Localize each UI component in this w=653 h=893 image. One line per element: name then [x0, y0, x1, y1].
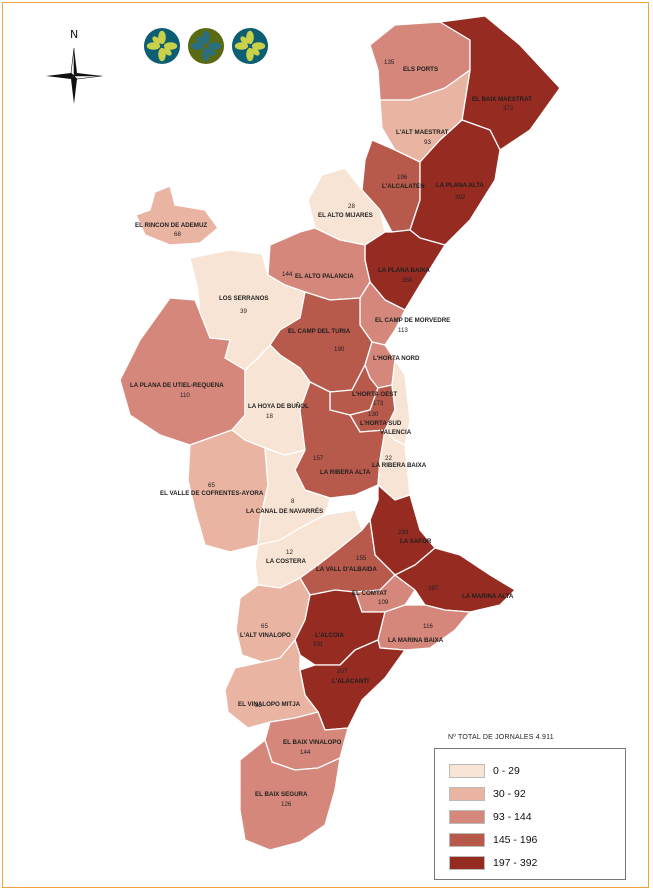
region-name: LOS SERRANOS	[219, 295, 269, 302]
region-el-vinalopo-mitja[interactable]	[224, 639, 319, 729]
region-name: L'ALT MAESTRAT	[396, 129, 449, 136]
region-name: EL BAIX VINALOPO	[283, 739, 342, 746]
region-value: 93	[424, 139, 431, 146]
region-value: 331	[313, 641, 324, 648]
region-name: LA SAFOR	[400, 538, 432, 545]
region-name: L'ALCALATEN	[382, 183, 425, 190]
region-name: L'HORTA OEST	[352, 391, 397, 398]
emblem-flower-icon	[187, 27, 225, 65]
legend-swatch	[449, 832, 485, 847]
region-value: 144	[282, 271, 293, 278]
region-name: L'HORTA SUD	[360, 420, 402, 427]
region-name: EL COMTAT	[352, 590, 387, 597]
region-name: L'ALT VINALOPO	[240, 632, 291, 639]
region-el-baix-segura[interactable]	[239, 739, 341, 851]
region-name: EL VALLE DE COFRENTES-AYORA	[160, 490, 264, 497]
region-value: 190	[334, 346, 345, 353]
region-value: 207	[337, 668, 348, 675]
legend-label: 197 - 392	[493, 856, 538, 869]
region-name: LA MARINA ALTA	[462, 593, 514, 600]
legend-swatch	[449, 786, 485, 801]
legend-label: 145 - 196	[493, 833, 538, 846]
region-value: 68	[174, 231, 181, 238]
region-name: EL BAIX MAESTRAT	[472, 96, 532, 103]
legend-item: 30 - 92	[449, 782, 625, 805]
region-el-rincon-de-ademuz[interactable]	[135, 185, 219, 246]
region-value: 116	[423, 623, 433, 630]
region-name: EL CAMP DE MORVEDRE	[375, 317, 450, 324]
region-name: L'HORTA NORD	[373, 355, 420, 362]
region-value: 65	[208, 482, 215, 489]
region-name: EL ALTO MIJARES	[318, 212, 373, 219]
legend-item: 145 - 196	[449, 828, 625, 851]
region-value: 350	[402, 277, 413, 284]
region-name: LA PLANA DE UTIEL-REQUENA	[130, 382, 224, 389]
region-name: L'ALCOIA	[315, 632, 344, 639]
legend: 0 - 29 30 - 92 93 - 144 145 - 196 197 - …	[434, 748, 626, 880]
region-value: 135	[384, 59, 395, 66]
region-labels: ELS PORTS 135 EL BAIX MAESTRAT 372 L'ALT…	[130, 59, 532, 808]
region-la-marina-alta[interactable]	[394, 547, 516, 613]
emblem-group	[143, 27, 269, 65]
region-name: ELS PORTS	[403, 66, 438, 73]
region-value: 144	[300, 749, 311, 756]
region-value: 196	[397, 174, 408, 181]
compass-north-label: N	[70, 28, 79, 41]
region-name: LA RIBERA BAIXA	[372, 462, 427, 469]
region-value: 293	[398, 529, 409, 536]
region-name: LA RIBERA ALTA	[320, 469, 371, 476]
region-value: 155	[356, 555, 367, 562]
emblem-flower-icon	[143, 27, 181, 65]
region-name: LA PLANA ALTA	[436, 182, 484, 189]
legend-item: 93 - 144	[449, 805, 625, 828]
region-value: 157	[313, 455, 324, 462]
region-name: EL CAMP DEL TURIA	[288, 328, 351, 335]
compass-rose-icon	[46, 47, 103, 104]
region-value: 372	[503, 105, 514, 112]
region-value: 130	[368, 411, 379, 418]
region-name: LA VALL D'ALBAIDA	[316, 566, 377, 573]
legend-item: 197 - 392	[449, 851, 625, 874]
region-value: 28	[348, 203, 355, 210]
region-value: 113	[398, 327, 408, 334]
legend-label: 30 - 92	[493, 787, 526, 800]
region-value: 173	[373, 400, 384, 407]
region-value: 18	[266, 413, 273, 420]
legend-item: 0 - 29	[449, 759, 625, 782]
region-la-plana-alta[interactable]	[409, 119, 501, 246]
emblem-flower-icon	[231, 27, 269, 65]
region-name: LA HOYA DE BUÑOL	[248, 403, 309, 410]
region-name: L'ALACANTI	[332, 678, 369, 685]
region-value: 126	[281, 801, 292, 808]
region-value: 22	[385, 455, 392, 462]
region-value: 12	[286, 549, 293, 556]
region-name: EL BAIX SEGURA	[255, 791, 308, 798]
region-name: LA PLANA BAIXA	[378, 267, 430, 274]
region-name: EL ALTO PALANCIA	[295, 273, 354, 280]
region-name: LA CANAL DE NAVARRÉS	[246, 507, 323, 515]
legend-swatch	[449, 855, 485, 870]
region-value: 392	[455, 194, 466, 201]
region-value: 110	[180, 392, 190, 399]
region-name: VALENCIA	[380, 429, 412, 436]
legend-swatch	[449, 763, 485, 778]
legend-label: 93 - 144	[493, 810, 532, 823]
region-name: LA MARINA BAIXA	[388, 637, 444, 644]
region-name: EL RINCON DE ADEMUZ	[135, 222, 207, 229]
region-value: 65	[261, 623, 268, 630]
region-value: 109	[378, 599, 389, 606]
region-value: 82	[255, 702, 262, 709]
region-name: EL VINALOPO MITJA	[238, 701, 301, 708]
region-name: LA COSTERA	[266, 558, 307, 565]
region-value: 39	[240, 308, 247, 315]
region-value: 8	[291, 498, 295, 505]
region-value: 287	[428, 585, 439, 592]
legend-swatch	[449, 809, 485, 824]
legend-title: Nº TOTAL DE JORNALES 4.911	[448, 734, 554, 741]
legend-label: 0 - 29	[493, 764, 520, 777]
